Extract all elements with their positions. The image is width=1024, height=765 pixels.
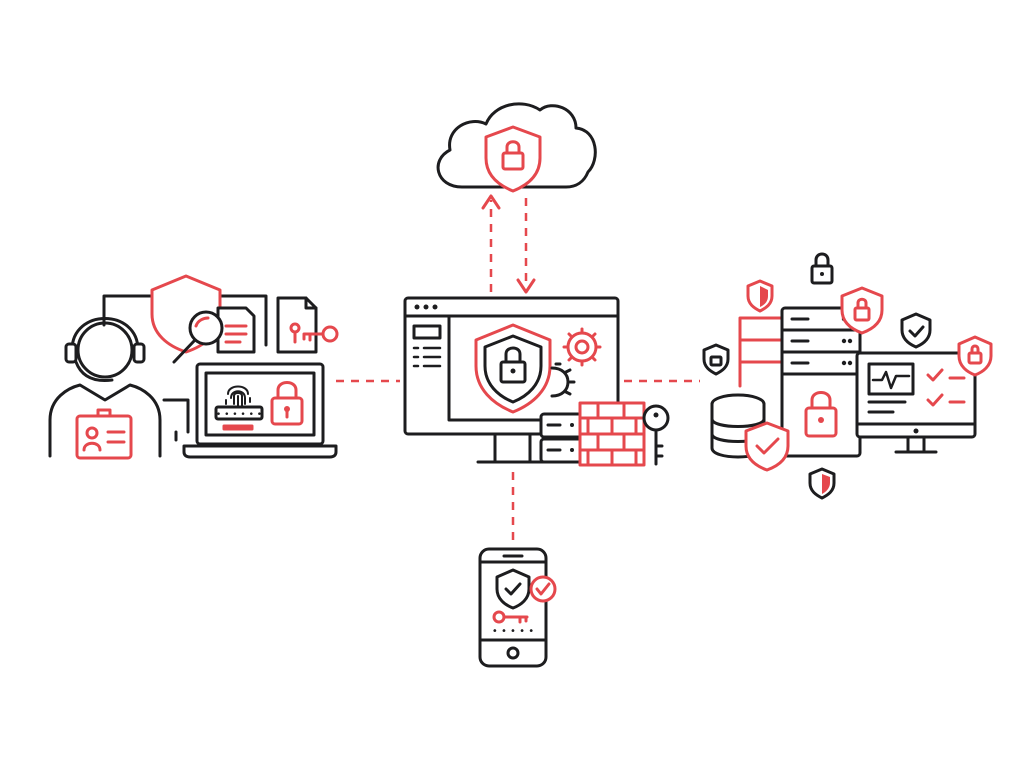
checklist-icon xyxy=(926,368,944,407)
central-monitor-node xyxy=(403,296,670,467)
gear-icon xyxy=(562,327,602,367)
shield-half-fill xyxy=(822,474,830,494)
shield-lock-icon xyxy=(957,335,993,377)
arrow-down-icon xyxy=(516,278,536,294)
padlock-shackle xyxy=(814,252,830,268)
key-shaft xyxy=(302,332,325,342)
lock-shackle xyxy=(970,344,980,355)
sidebar-block xyxy=(412,324,442,340)
headset-band-icon xyxy=(70,317,140,352)
padlock-shackle xyxy=(810,391,832,410)
magnifier-glare xyxy=(194,316,210,328)
padlock-shackle xyxy=(276,381,298,400)
pin-mask: • • • • • xyxy=(492,626,534,637)
connectors xyxy=(336,194,700,540)
server-rack-icon xyxy=(539,412,585,464)
shield-check-icon xyxy=(495,568,531,610)
laptop-screen xyxy=(195,362,325,446)
support-agent-node: • • • • • • xyxy=(48,274,339,460)
shield-check-icon xyxy=(900,312,932,349)
network-branch xyxy=(738,316,784,388)
key-icon xyxy=(642,404,670,466)
database-icon xyxy=(710,393,766,459)
lock-shackle xyxy=(856,297,868,310)
shield-half-fill xyxy=(760,286,768,307)
headset-earcup-left xyxy=(64,342,78,364)
shield-icon xyxy=(484,125,542,193)
id-badge-avatar-body xyxy=(82,441,102,452)
server-slots xyxy=(790,317,810,365)
home-button xyxy=(506,646,520,660)
sidebar-list xyxy=(412,346,442,368)
smartphone-node: • • • • • xyxy=(478,547,557,668)
window-dot xyxy=(414,304,420,310)
password-field xyxy=(214,405,264,421)
id-badge-avatar xyxy=(85,426,99,440)
firewall-icon xyxy=(578,401,646,467)
monitor-text-lines xyxy=(867,400,907,414)
laptop-base xyxy=(182,444,338,459)
lock-body xyxy=(967,351,983,365)
monitor-stand xyxy=(476,432,550,464)
id-badge-clip xyxy=(96,408,112,418)
id-badge-icon xyxy=(75,414,133,460)
lock-keyhole xyxy=(510,368,516,374)
datacenter-node xyxy=(702,252,993,500)
shield-check-icon xyxy=(744,421,790,472)
key-shaft xyxy=(502,615,529,624)
cloud-node xyxy=(436,102,597,193)
key-file-fold xyxy=(304,296,318,310)
padlock-keyhole xyxy=(820,272,824,276)
server-led xyxy=(847,360,853,366)
magnifier-handle xyxy=(172,338,197,364)
phone-screen-edges xyxy=(478,560,548,642)
shield-inner xyxy=(483,334,543,404)
id-badge-lines xyxy=(106,430,126,444)
lock-icon xyxy=(501,151,525,171)
gear-icon xyxy=(550,362,576,398)
document-icon xyxy=(216,306,256,354)
document-lines xyxy=(224,324,248,344)
check-badge-icon xyxy=(529,575,557,603)
arrow-up-icon xyxy=(481,194,501,210)
check-mark xyxy=(535,582,551,596)
magnifier-icon xyxy=(188,310,224,346)
lock-body xyxy=(853,306,871,322)
checklist-lines xyxy=(948,376,966,404)
check-mark xyxy=(908,325,925,338)
check-mark xyxy=(504,582,522,596)
lock-shackle xyxy=(504,346,522,364)
lock-shackle xyxy=(505,140,521,155)
monitor-stand xyxy=(894,435,938,454)
headset-earcup-right xyxy=(132,342,146,364)
fingerprint-icon xyxy=(225,385,251,407)
server-led xyxy=(841,338,847,344)
check-mark xyxy=(755,437,780,455)
cloud-icon xyxy=(436,102,597,189)
microphone-boom xyxy=(74,360,114,382)
person-head xyxy=(76,321,134,379)
password-mask: • • • • • • xyxy=(216,410,262,420)
side-monitor xyxy=(162,398,190,442)
person-body xyxy=(48,383,162,458)
lock-body xyxy=(709,355,723,367)
pulse-panel xyxy=(867,362,915,396)
padlock-keyhole xyxy=(818,417,824,423)
shield-lock-icon xyxy=(840,286,884,335)
key-icon xyxy=(321,325,339,343)
server-dividers xyxy=(780,328,862,376)
pulse-icon xyxy=(871,370,911,390)
power-led xyxy=(913,428,919,434)
laptop-underline xyxy=(222,424,254,431)
server-led xyxy=(841,360,847,366)
server-led xyxy=(847,338,853,344)
shield-lock-icon xyxy=(702,343,730,376)
window-dot xyxy=(423,304,429,310)
padlock-keyhole xyxy=(284,406,290,412)
window-dot xyxy=(432,304,438,310)
laptop-screen-inner xyxy=(204,371,316,437)
